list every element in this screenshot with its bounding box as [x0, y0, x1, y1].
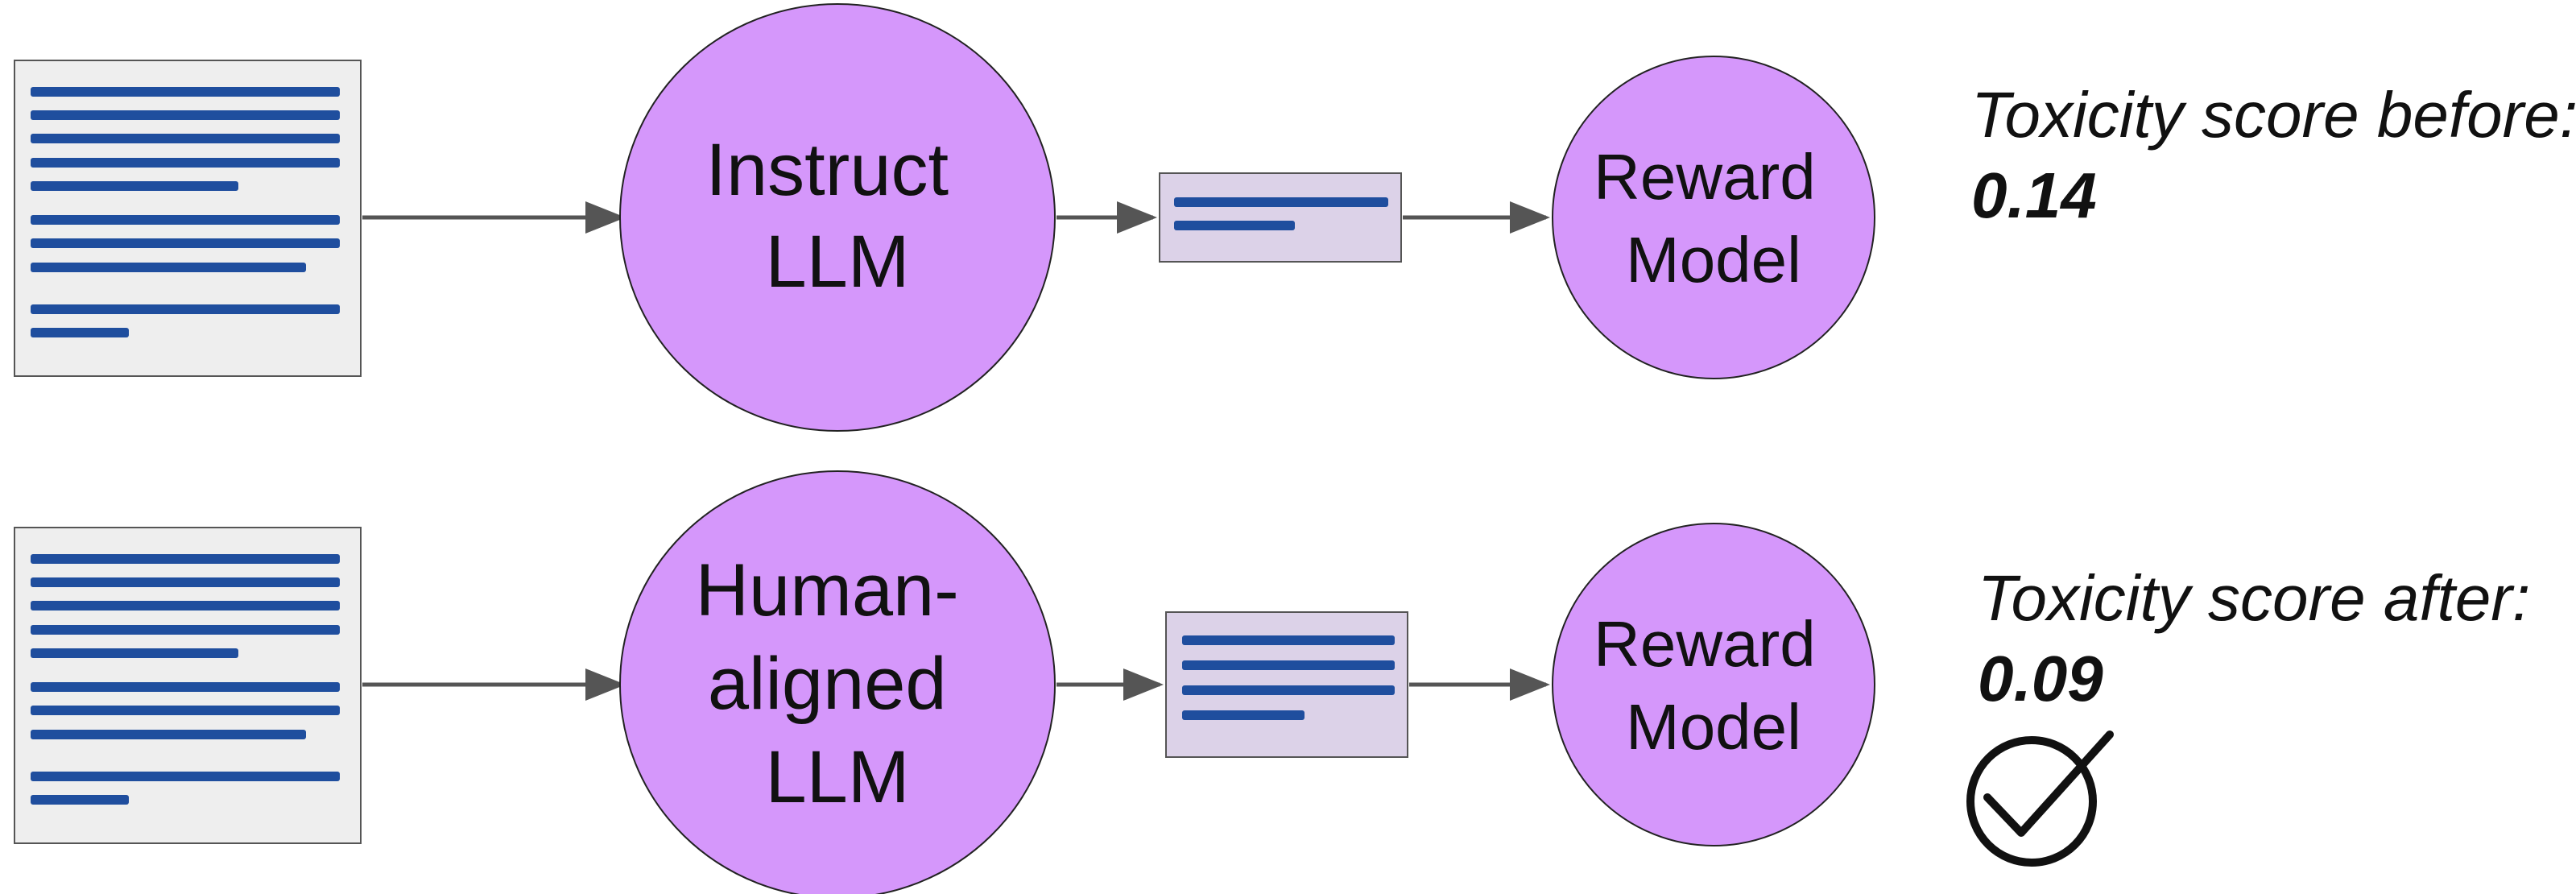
toxicity-score-before-label: Toxicity score before:: [1971, 79, 2576, 151]
prompt-document-after: [14, 527, 362, 844]
document-text-lines: [31, 554, 340, 805]
reward-model-label-line-1: Reward: [1594, 141, 1816, 213]
reward-model-node-after: Reward Model: [1552, 523, 1875, 846]
human-aligned-llm-label-line-1: Human-: [696, 549, 959, 631]
toxicity-score-after: Toxicity score after: 0.09: [1978, 562, 2530, 714]
human-aligned-llm-node: Human- aligned LLM: [619, 470, 1056, 894]
toxicity-score-before-value: 0.14: [1971, 159, 2097, 231]
svg-text:Reward Model: Reward Model: [1594, 608, 1834, 763]
prompt-document-before: [14, 60, 362, 377]
completion-text-lines: [1174, 197, 1388, 230]
instruct-llm-node: Instruct LLM: [619, 3, 1056, 432]
completion-output-before: [1159, 172, 1402, 263]
toxicity-score-before: Toxicity score before: 0.14: [1971, 79, 2576, 231]
reward-model-label-line-2: Model: [1626, 691, 1801, 763]
reward-model-node-before: Reward Model: [1552, 56, 1875, 379]
toxicity-score-after-label: Toxicity score after:: [1978, 562, 2530, 634]
svg-text:Reward Model: Reward Model: [1594, 141, 1834, 296]
completion-text-lines: [1182, 635, 1395, 720]
reward-model-label-line-1: Reward: [1594, 608, 1816, 680]
document-text-lines: [31, 87, 340, 337]
row-after: Human- aligned LLM Reward Model: [14, 470, 2530, 894]
check-circle-icon: [1966, 731, 2114, 867]
completion-output-after: [1165, 611, 1408, 758]
svg-text:Instruct LLM: Instruct LLM: [705, 129, 969, 303]
instruct-llm-label-line-2: LLM: [766, 221, 910, 303]
toxicity-score-after-value: 0.09: [1978, 643, 2103, 714]
reward-model-label-line-2: Model: [1626, 224, 1801, 296]
human-aligned-llm-label-line-2: aligned: [708, 643, 947, 725]
instruct-llm-label-line-1: Instruct: [705, 129, 949, 211]
human-aligned-llm-label-line-3: LLM: [766, 736, 910, 818]
row-before: Instruct LLM Reward Model Toxicity score…: [14, 3, 2576, 432]
svg-text:Human- aligned: Human- aligned LLM: [696, 549, 980, 818]
